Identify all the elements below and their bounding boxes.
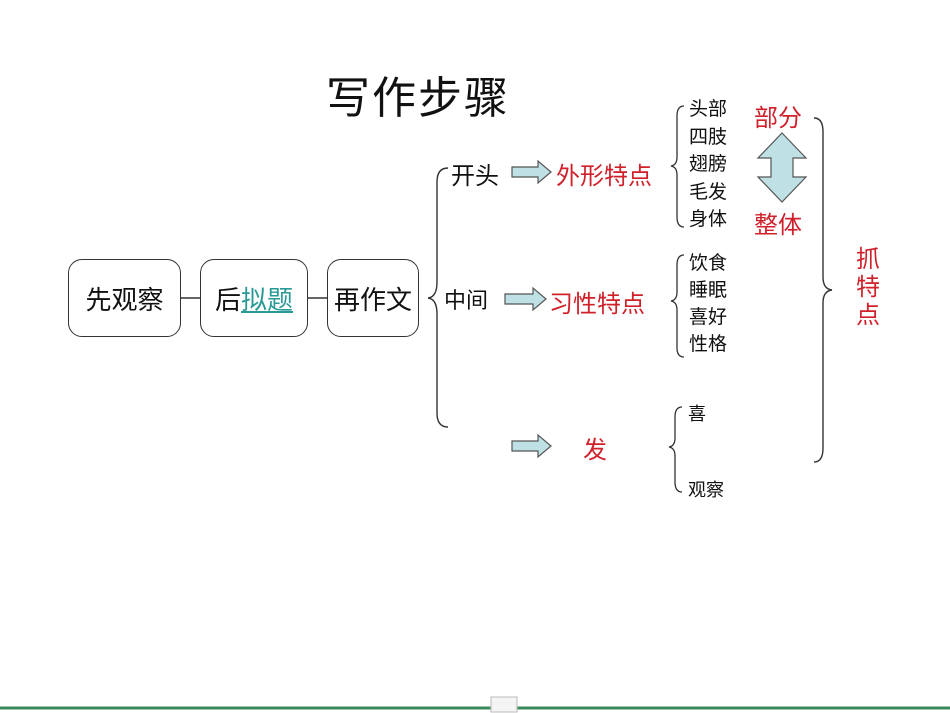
branch-opening-label: 开头 [451, 162, 499, 190]
branch-middle-label: 中间 [444, 289, 489, 314]
middle-items-list: 饮食 睡眠 喜好 性格 [689, 250, 727, 358]
page-title: 写作步骤 [326, 73, 510, 124]
ending-item-1: 喜 [688, 404, 706, 425]
summary-grasp-features: 抓特点 [856, 245, 880, 329]
step-observe-box: 先观察 [68, 259, 181, 337]
footer-tab [490, 696, 518, 713]
list-item: 毛发 [689, 180, 728, 203]
list-item: 睡眠 [689, 279, 728, 301]
feature-habits: 习性特点 [549, 290, 645, 318]
list-item: 身体 [689, 208, 728, 230]
summary-brace [813, 117, 833, 463]
list-item: 翅膀 [689, 153, 728, 175]
double-arrow-icon [756, 132, 808, 203]
step-title-prefix: 后 [214, 285, 241, 316]
step-observe-label: 先观察 [85, 285, 164, 316]
arrow-middle [504, 286, 547, 312]
ending-item-2: 观察 [688, 480, 724, 501]
opening-items-list: 头部 四肢 翅膀 毛发 身体 [689, 96, 727, 234]
step-title-link[interactable]: 拟题 [241, 285, 294, 316]
main-brace [427, 167, 449, 428]
brace-ending [668, 406, 683, 493]
step-write-label: 再作文 [333, 285, 412, 316]
step-title-box: 后拟题 [200, 259, 308, 337]
list-item: 头部 [689, 98, 728, 120]
brace-opening [670, 105, 685, 228]
list-item: 喜好 [689, 306, 728, 328]
brace-middle [670, 254, 685, 358]
relation-whole: 整体 [754, 211, 802, 239]
list-item: 四肢 [689, 125, 728, 148]
step-write-box: 再作文 [327, 259, 419, 337]
relation-part: 部分 [754, 104, 802, 132]
list-item: 性格 [689, 333, 728, 355]
feature-appearance: 外形特点 [556, 162, 652, 190]
feature-ending: 发 [583, 436, 607, 464]
list-item: 饮食 [689, 252, 728, 274]
arrow-ending [511, 433, 552, 459]
arrow-opening [511, 159, 552, 185]
